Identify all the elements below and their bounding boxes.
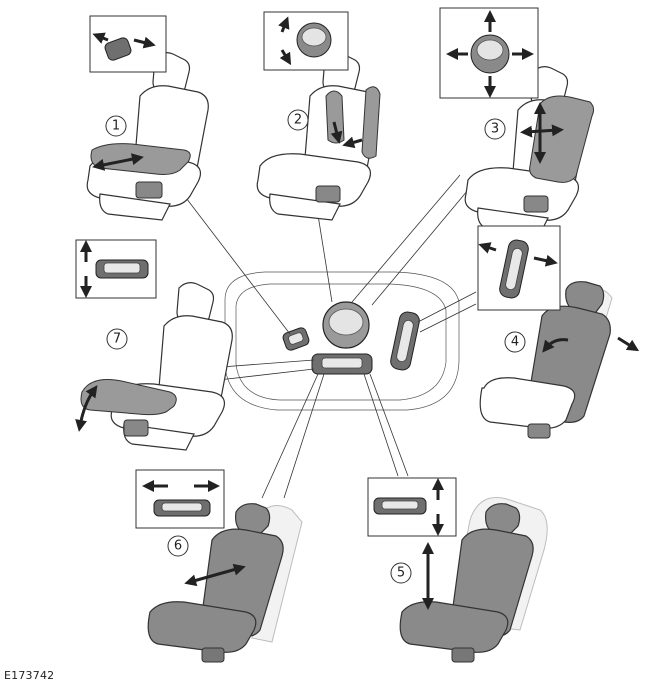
seat-6-switch-inset [135, 469, 225, 529]
center-lumbar-dial [322, 301, 370, 349]
callout-2-label: 2 [294, 113, 302, 128]
seat-2-lumbar [256, 52, 381, 221]
callout-7-label: 7 [113, 332, 121, 347]
center-backrest-switch [390, 311, 420, 371]
seat-3-joystick-inset [439, 7, 539, 99]
figure-id: E173742 [4, 669, 55, 682]
callout-4-label: 4 [511, 335, 519, 350]
seat-1-switch-inset [89, 15, 167, 73]
seat-1-cushion-tilt [86, 52, 209, 221]
seat-2-dial-inset [263, 11, 349, 71]
seat-5-switch-inset [367, 477, 457, 537]
callout-1-label: 1 [112, 119, 120, 134]
center-seat-switch [311, 353, 373, 375]
seat-7-switch-inset [75, 239, 157, 299]
control-panel-outline [224, 271, 460, 411]
seat-3-lumbar-4way [464, 66, 595, 235]
callout-4: 4 [504, 331, 526, 353]
callout-2: 2 [287, 109, 309, 131]
seat-4-switch-inset [477, 225, 561, 311]
callout-3: 3 [484, 118, 506, 140]
seat-5-height [399, 497, 548, 663]
callout-3-label: 3 [491, 122, 499, 137]
callout-6: 6 [167, 535, 189, 557]
seat-4-backrest-recline [479, 281, 640, 439]
leader-lines [179, 174, 477, 499]
callout-6-label: 6 [174, 539, 182, 554]
callout-5-label: 5 [397, 566, 405, 581]
seat-6-fore-aft [147, 503, 303, 663]
callout-7: 7 [106, 328, 128, 350]
callout-1: 1 [105, 115, 127, 137]
callout-5: 5 [390, 562, 412, 584]
seat-7-cushion-front-height [75, 282, 233, 451]
center-cushion-switch [282, 327, 310, 351]
